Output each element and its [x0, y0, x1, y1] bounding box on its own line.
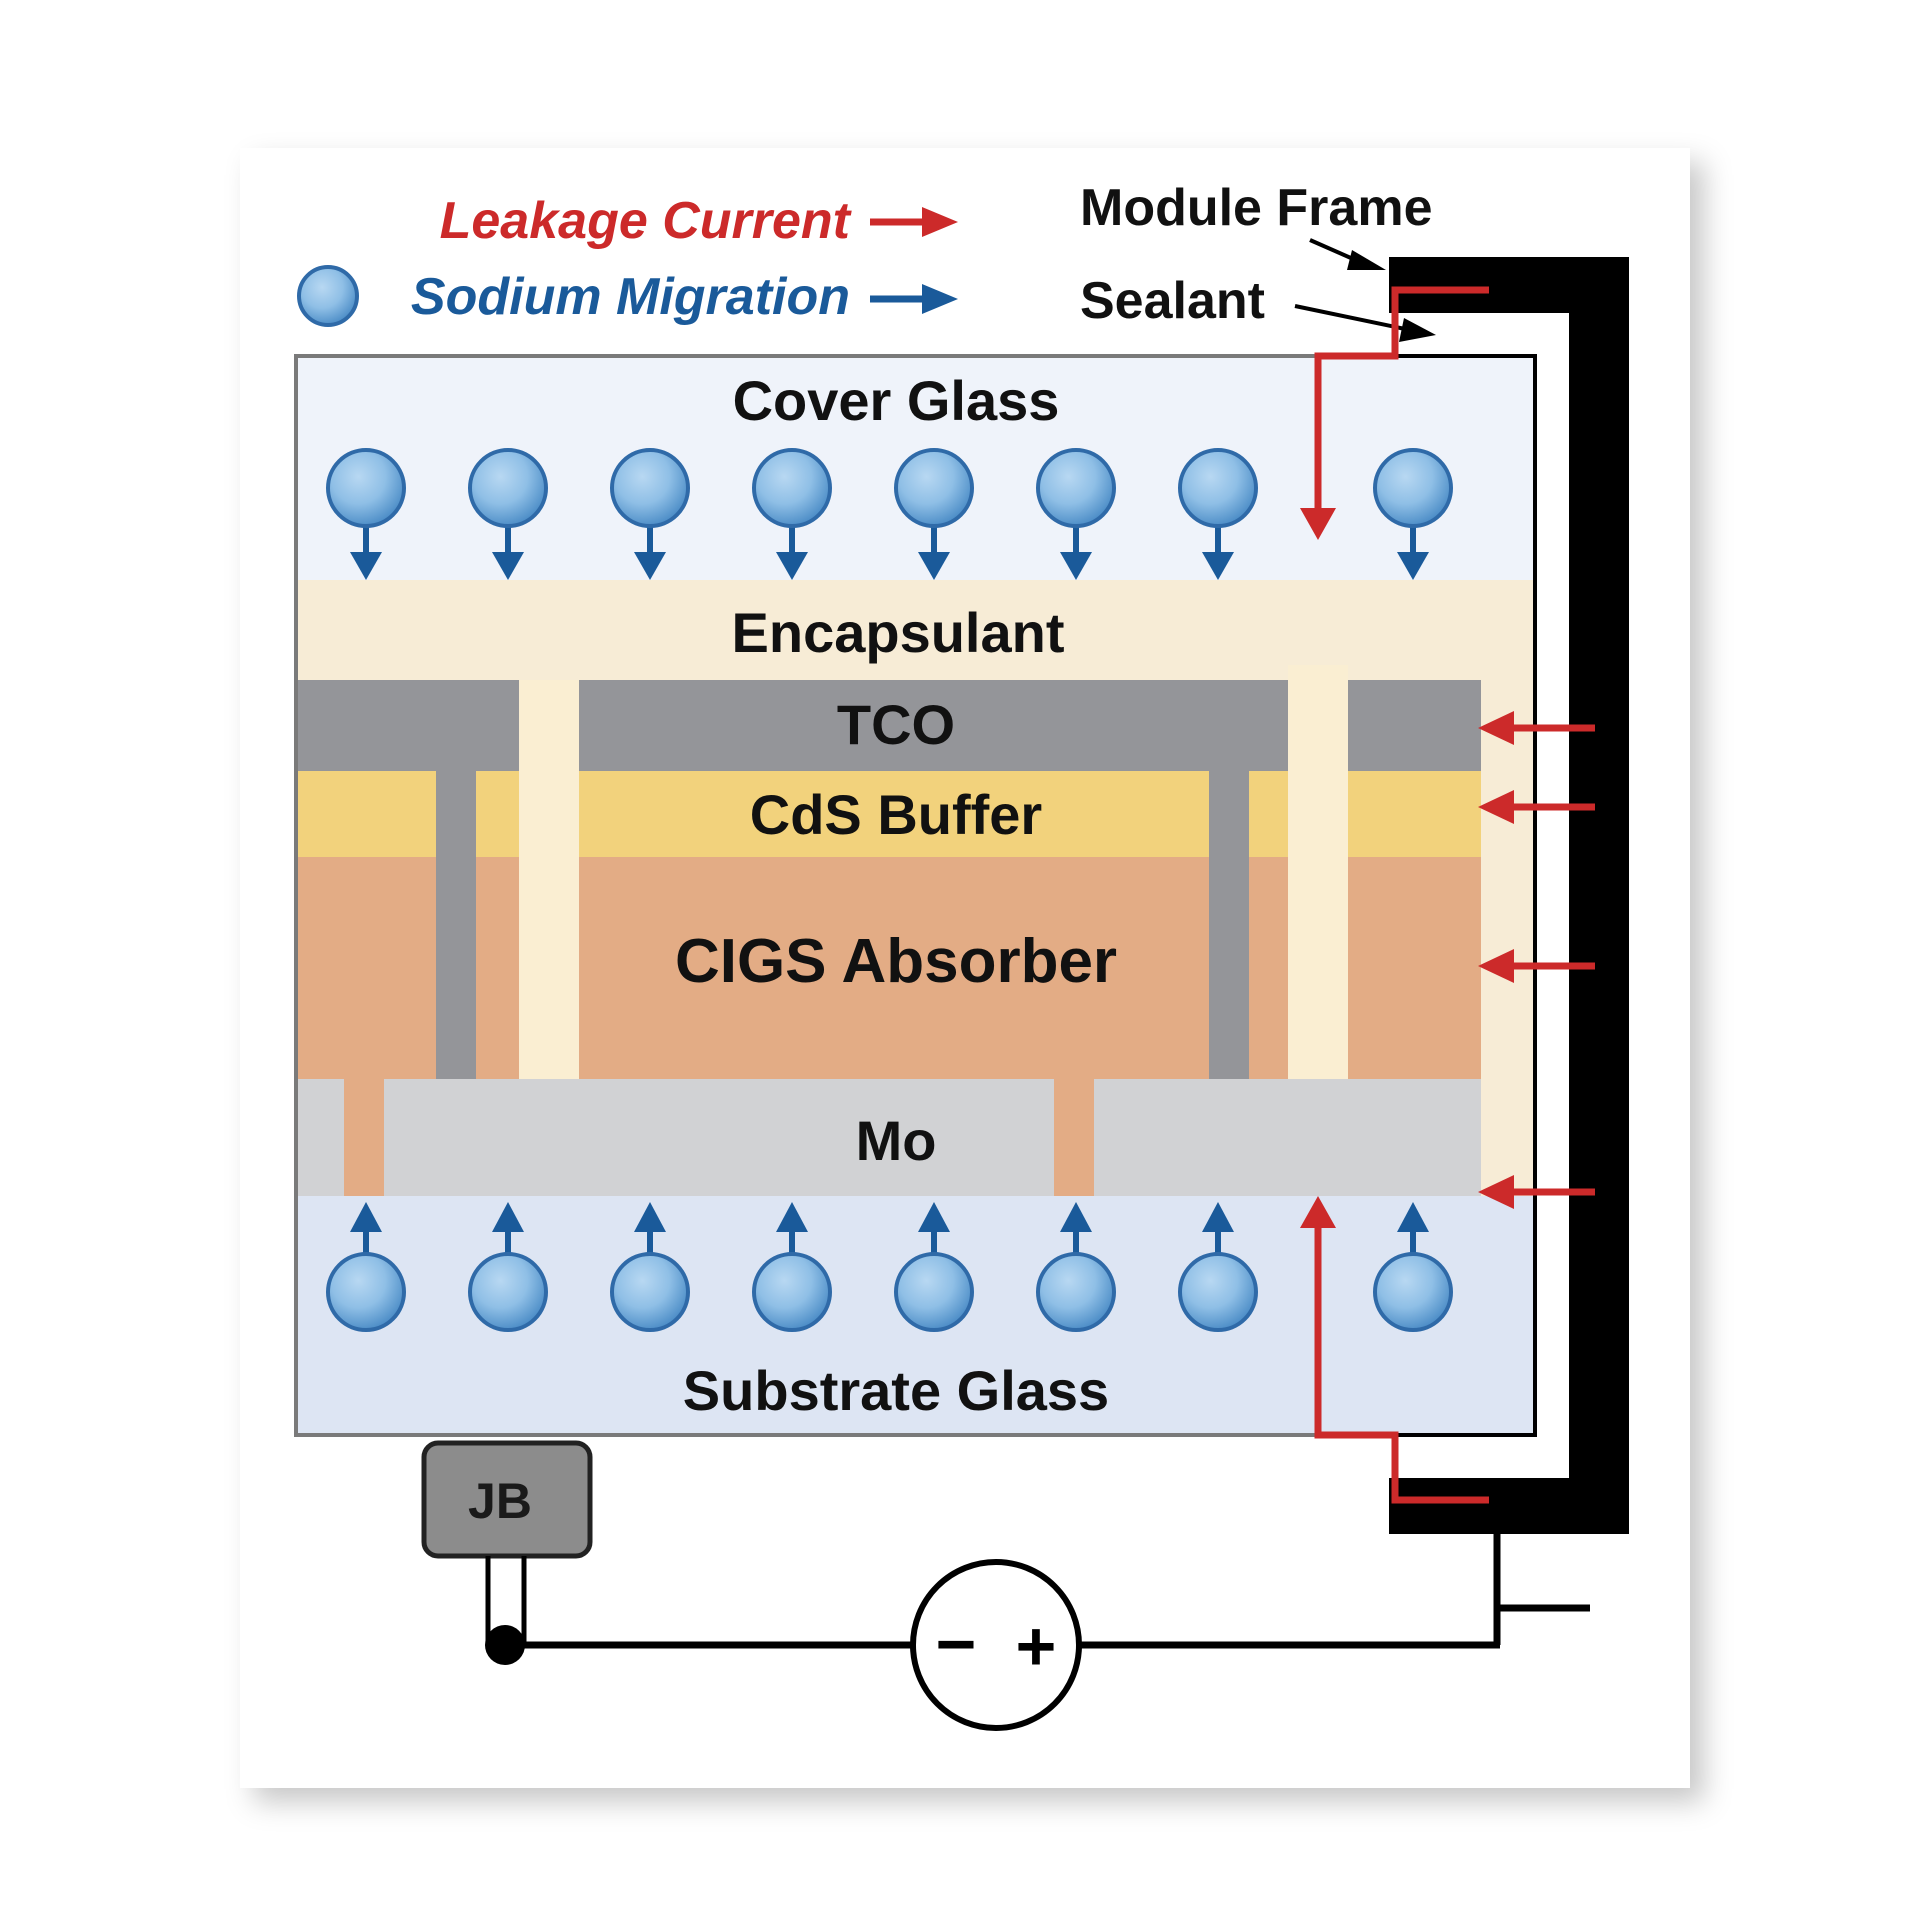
- legend-leakage-arrow-icon: [870, 207, 958, 237]
- p1-scribe-right: [1054, 1079, 1094, 1196]
- p3-scribe-right: [1288, 665, 1348, 1079]
- sodium-ions-top: [326, 448, 1453, 580]
- leakage-side-arrows: [1478, 711, 1595, 1209]
- circuit: JB − +: [421, 1440, 1590, 1731]
- mo-label: Mo: [856, 1109, 937, 1172]
- p2-scribe-right: [1209, 771, 1249, 1079]
- sodium-ion-top: [326, 448, 406, 580]
- substrate-glass-label: Substrate Glass: [683, 1359, 1109, 1422]
- sodium-ion-top: [468, 448, 548, 580]
- sodium-ion-top: [610, 448, 690, 580]
- p1-scribe-left: [344, 1079, 384, 1196]
- sealant-outline: [1392, 354, 1537, 1437]
- leakage-bottom-arrowhead-icon: [1300, 1196, 1336, 1228]
- sodium-ion-top: [894, 448, 974, 580]
- voltage-source: [910, 1559, 1082, 1731]
- module-frame-pointer-icon: [1309, 238, 1386, 270]
- cds-buffer-layer: [296, 771, 1481, 857]
- voltage-source-plus: +: [1016, 1607, 1057, 1685]
- sodium-ion-bottom: [894, 1202, 974, 1332]
- leakage-side-arrow-icon: [1478, 711, 1595, 745]
- sodium-ion-bottom: [610, 1202, 690, 1332]
- tco-label: TCO: [837, 693, 955, 756]
- sodium-ion-bottom: [752, 1202, 832, 1332]
- leakage-side-arrow-icon: [1478, 1175, 1595, 1209]
- sealant-label: Sealant: [1080, 272, 1265, 330]
- sodium-ion-bottom: [1373, 1202, 1453, 1332]
- legend-leakage-label: Leakage Current: [440, 192, 853, 250]
- sodium-ions-bottom: [326, 1202, 1453, 1332]
- sodium-ion-bottom: [1178, 1202, 1258, 1332]
- legend-sodium-ion-icon: [297, 265, 359, 327]
- junction-box-label: JB: [468, 1473, 532, 1529]
- leakage-side-arrow-icon: [1478, 949, 1595, 983]
- encapsulant-edge-layer: [1481, 680, 1535, 1196]
- leakage-paths: [1314, 286, 1489, 1504]
- legend-sodium-label: Sodium Migration: [411, 268, 850, 326]
- p3-scribe-left: [519, 680, 579, 1079]
- sodium-ion-top: [1178, 448, 1258, 580]
- mo-layer: [296, 1079, 1481, 1196]
- legend-sodium-arrow-icon: [870, 284, 958, 314]
- module-frame-label: Module Frame: [1080, 179, 1433, 237]
- sodium-ion-top: [1036, 448, 1116, 580]
- junction-box: [421, 1440, 593, 1559]
- sodium-ion-bottom: [326, 1202, 406, 1332]
- leakage-path-bottom: [1314, 1225, 1489, 1504]
- encapsulant-layer: [296, 580, 1535, 680]
- sodium-ion-top: [1373, 448, 1453, 580]
- leakage-top-arrowhead-icon: [1300, 508, 1336, 540]
- leakage-path-top: [1314, 286, 1489, 512]
- legend: Leakage Current Sodium Migration: [297, 192, 958, 327]
- cigs-absorber-label: CIGS Absorber: [675, 927, 1117, 996]
- cover-glass-label: Cover Glass: [733, 369, 1060, 432]
- module-frame: [1389, 257, 1629, 1534]
- sodium-ion-top: [752, 448, 832, 580]
- cigs-absorber-layer: [296, 857, 1481, 1079]
- callouts: Module Frame Sealant: [1080, 179, 1436, 342]
- leakage-side-arrow-icon: [1478, 790, 1595, 824]
- tco-layer: [296, 680, 1481, 771]
- layer-labels: Cover Glass Encapsulant TCO CdS Buffer C…: [675, 369, 1117, 1422]
- p2-scribe-left: [436, 771, 476, 1079]
- sealant-pointer-icon: [1294, 304, 1436, 342]
- cds-buffer-label: CdS Buffer: [750, 783, 1042, 846]
- voltage-source-minus: −: [936, 1605, 977, 1683]
- sodium-ion-bottom: [1036, 1202, 1116, 1332]
- sodium-ion-bottom: [468, 1202, 548, 1332]
- encapsulant-label: Encapsulant: [732, 601, 1065, 664]
